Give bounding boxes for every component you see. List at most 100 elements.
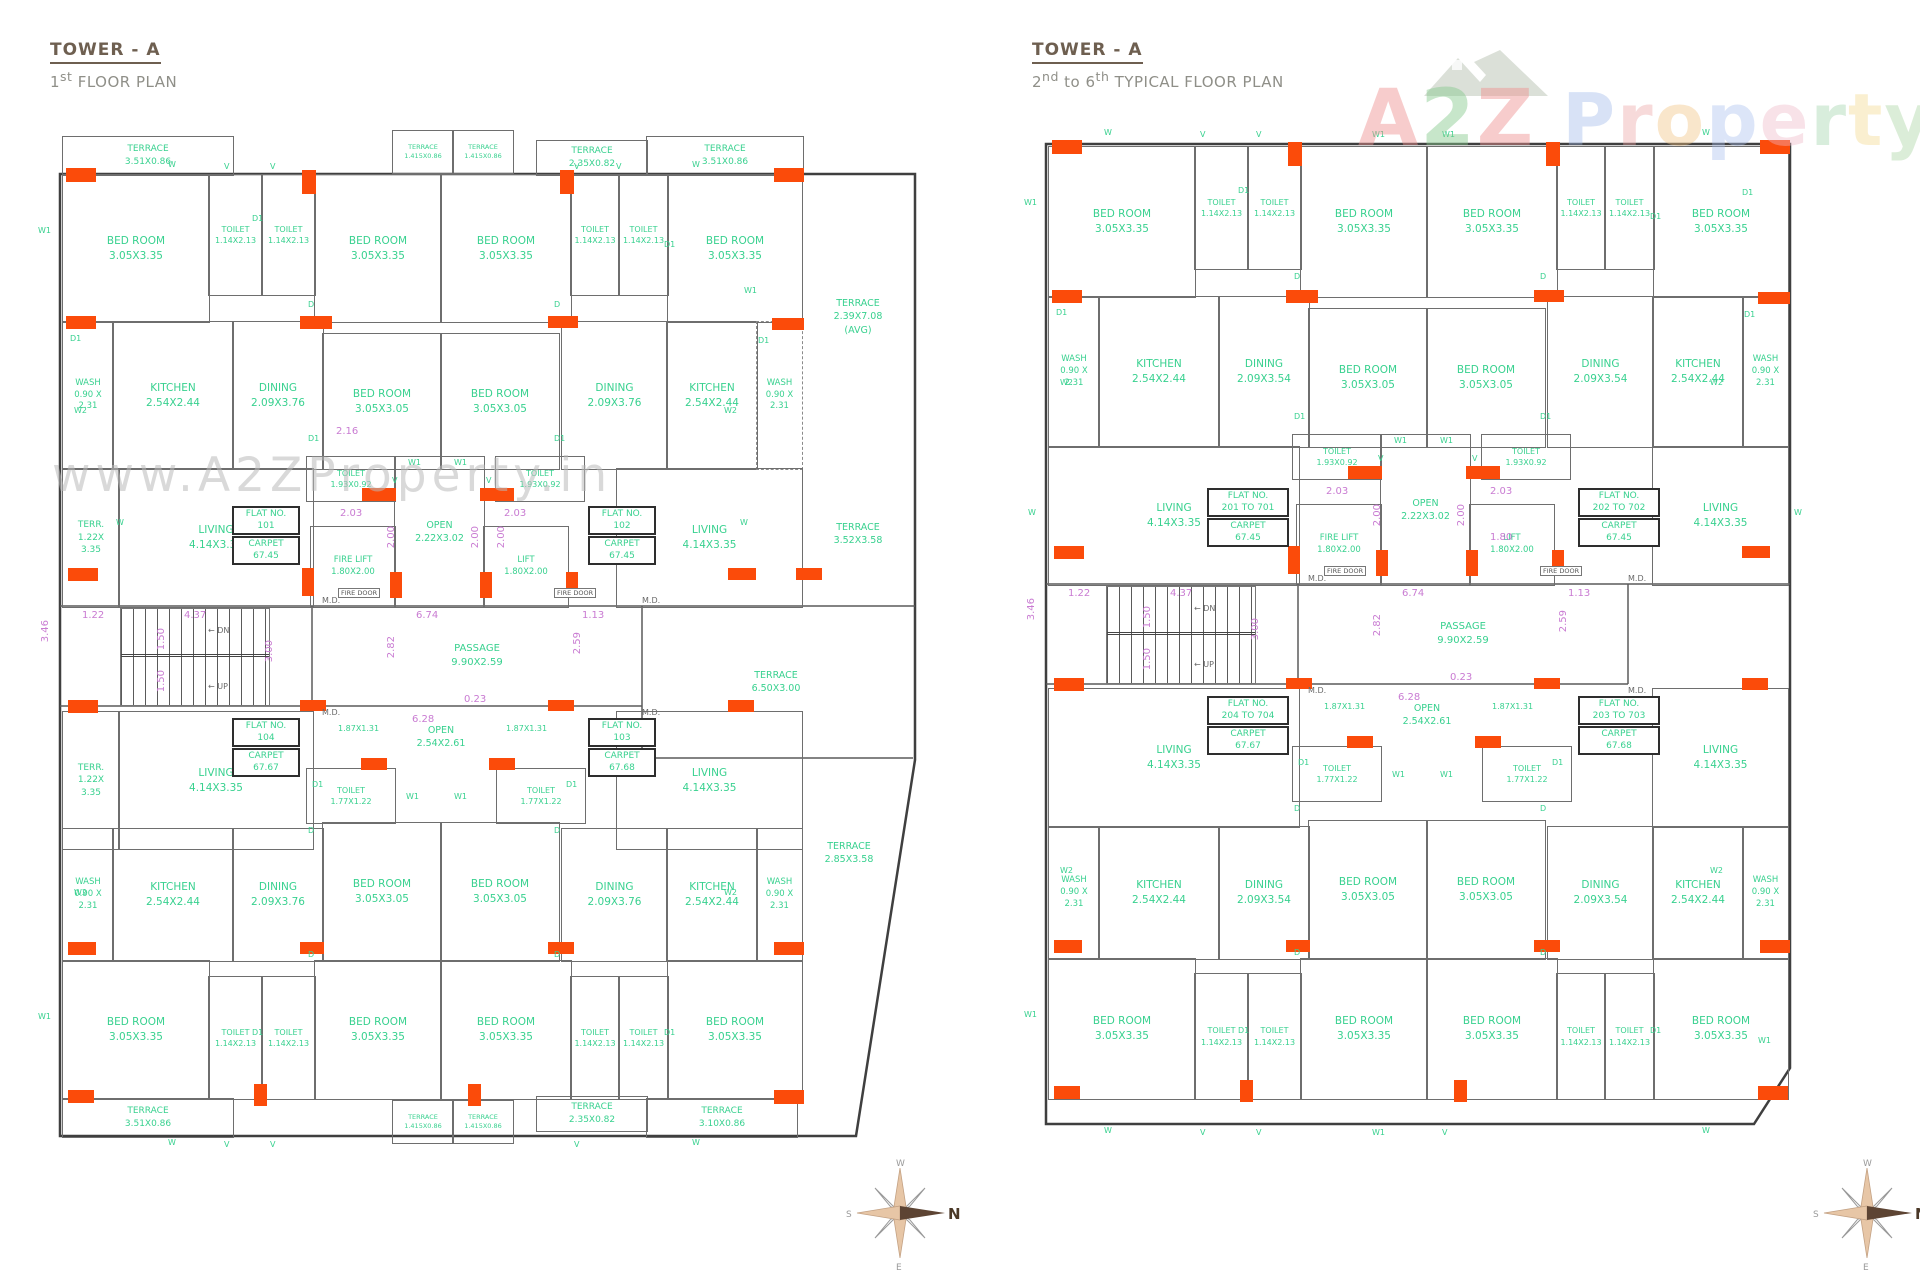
- marker-dn: ← DN: [1194, 604, 1216, 613]
- room-dining: DINING 2.09X3.76: [232, 828, 324, 962]
- marker-d1: D1: [1650, 1026, 1662, 1035]
- plan-subtitle: 2nd to 6th TYPICAL FLOOR PLAN: [1032, 69, 1284, 91]
- column-block: [1288, 142, 1302, 166]
- room-terrace: TERRACE 1.415X0.86: [392, 1100, 454, 1144]
- svg-text:S: S: [846, 1210, 852, 1220]
- svg-text:N: N: [948, 1205, 960, 1223]
- svg-text:W: W: [1863, 1159, 1872, 1169]
- marker-v: V: [1378, 454, 1384, 463]
- room-toilet: TOILET 1.14X2.13: [1194, 973, 1249, 1100]
- marker-187x131: 1.87X1.31: [1492, 702, 1534, 711]
- column-block: [1376, 550, 1388, 576]
- room-toilet: TOILET 1.93X0.92: [1481, 434, 1571, 480]
- marker-w1: W1: [1394, 436, 1407, 445]
- dimension-label: 1.80: [1490, 532, 1513, 543]
- marker-v: V: [486, 476, 492, 485]
- marker-d1: D1: [70, 334, 82, 343]
- dimension-label: 3.00: [264, 640, 275, 663]
- marker-w1: W1: [744, 286, 757, 295]
- column-block: [66, 316, 96, 329]
- marker-w2: W2: [1060, 866, 1073, 875]
- marker-d1: D1: [252, 214, 264, 223]
- marker-w1: W1: [408, 458, 421, 467]
- marker-w1: W1: [1372, 130, 1385, 139]
- room-bed-room: BED ROOM 3.05X3.35: [314, 960, 442, 1100]
- svg-text:E: E: [1863, 1263, 1869, 1273]
- room-dining: DINING 2.09X3.54: [1218, 296, 1310, 448]
- marker-w: W: [692, 160, 700, 169]
- marker-w1: W1: [454, 458, 467, 467]
- marker-d1: D1: [1650, 212, 1662, 221]
- column-block: [1534, 940, 1560, 952]
- room-bed-room: BED ROOM 3.05X3.05: [440, 822, 560, 962]
- room-bed-room: BED ROOM 3.05X3.35: [667, 174, 803, 323]
- marker-md: M.D.: [1308, 574, 1327, 583]
- column-block: [1758, 292, 1790, 304]
- room-lift: LIFT 1.80X2.00: [1469, 504, 1555, 586]
- marker-d: D: [1540, 272, 1547, 281]
- column-block: [1454, 1080, 1467, 1102]
- room-terrace: TERRACE 3.10X0.86: [646, 1098, 798, 1138]
- flat-info-box: CARPET 67.67: [232, 748, 300, 778]
- room-bed-room: BED ROOM 3.05X3.35: [1653, 958, 1789, 1100]
- room-fire-lift: FIRE LIFT 1.80X2.00: [310, 526, 396, 608]
- room-kitchen: KITCHEN 2.54X2.44: [1652, 296, 1744, 448]
- marker-w2: W2: [1710, 866, 1723, 875]
- column-block: [66, 168, 96, 182]
- flat-info-box: FLAT NO. 204 TO 704: [1207, 696, 1289, 726]
- room-bed-room: BED ROOM 3.05X3.35: [1300, 958, 1428, 1100]
- marker-w1: W1: [1442, 130, 1455, 139]
- room-bed-room: BED ROOM 3.05X3.35: [62, 174, 210, 323]
- marker-v: V: [574, 1140, 580, 1149]
- column-block: [1054, 940, 1082, 953]
- marker-v: V: [270, 162, 276, 171]
- room-terrace: TERRACE 2.39X7.08 (AVG): [833, 298, 883, 336]
- room-wash: WASH 0.90 X 2.31: [1048, 296, 1100, 448]
- dimension-label: 2.00: [1372, 504, 1383, 527]
- room-fire-lift: FIRE LIFT 1.80X2.00: [1296, 504, 1382, 586]
- dimension-label: 3.00: [1250, 618, 1261, 641]
- marker-d: D: [1540, 948, 1547, 957]
- room-kitchen: KITCHEN 2.54X2.44: [1098, 826, 1220, 960]
- dimension-label: 3.46: [40, 620, 51, 643]
- room-terrace: TERRACE 6.50X3.00: [751, 669, 801, 694]
- column-block: [302, 170, 316, 194]
- flat-info-box: FLAT NO. 103: [588, 718, 656, 748]
- room-toilet: TOILET 1.14X2.13: [208, 976, 263, 1100]
- room-kitchen: KITCHEN 2.54X2.44: [666, 321, 758, 470]
- marker-d1: D1: [758, 336, 770, 345]
- marker-md: M.D.: [1308, 686, 1327, 695]
- dimension-label: 2.82: [1372, 614, 1383, 637]
- dimension-label: 1.13: [1568, 588, 1591, 599]
- marker-d: D: [554, 950, 561, 959]
- room-toilet: TOILET 1.14X2.13: [1194, 146, 1249, 270]
- marker-d1: D1: [566, 780, 578, 789]
- marker-d1: D1: [1238, 186, 1250, 195]
- dimension-label: 0.23: [464, 694, 487, 705]
- column-block: [1286, 940, 1310, 952]
- marker-d1: D1: [1742, 188, 1754, 197]
- marker-d1: D1: [1744, 310, 1756, 319]
- marker-md: M.D.: [642, 596, 661, 605]
- marker-d1: D1: [1238, 1026, 1250, 1035]
- column-block: [772, 318, 804, 330]
- room-dining: DINING 2.09X3.76: [561, 321, 668, 470]
- dimension-label: 6.28: [412, 714, 435, 725]
- room-kitchen: KITCHEN 2.54X2.44: [666, 828, 758, 962]
- room-toilet: TOILET 1.77X1.22: [1292, 746, 1382, 802]
- marker-w1: W1: [1392, 770, 1405, 779]
- column-block: [1286, 290, 1318, 303]
- flat-info-box: CARPET 67.68: [588, 748, 656, 778]
- room-bed-room: BED ROOM 3.05X3.35: [1653, 146, 1789, 298]
- column-block: [68, 568, 98, 581]
- marker-w1: W1: [1024, 198, 1037, 207]
- dimension-label: 6.28: [1398, 692, 1421, 703]
- room-bed-room: BED ROOM 3.05X3.35: [1426, 958, 1558, 1100]
- room-toilet: TOILET 1.14X2.13: [1247, 973, 1302, 1100]
- room-bed-room: BED ROOM 3.05X3.35: [1048, 146, 1196, 298]
- column-block: [254, 1084, 267, 1106]
- column-block: [1348, 466, 1382, 479]
- marker-w: W: [740, 518, 748, 527]
- dimension-label: 6.74: [1402, 588, 1425, 599]
- room-passage: PASSAGE 9.90X2.59: [1437, 621, 1489, 646]
